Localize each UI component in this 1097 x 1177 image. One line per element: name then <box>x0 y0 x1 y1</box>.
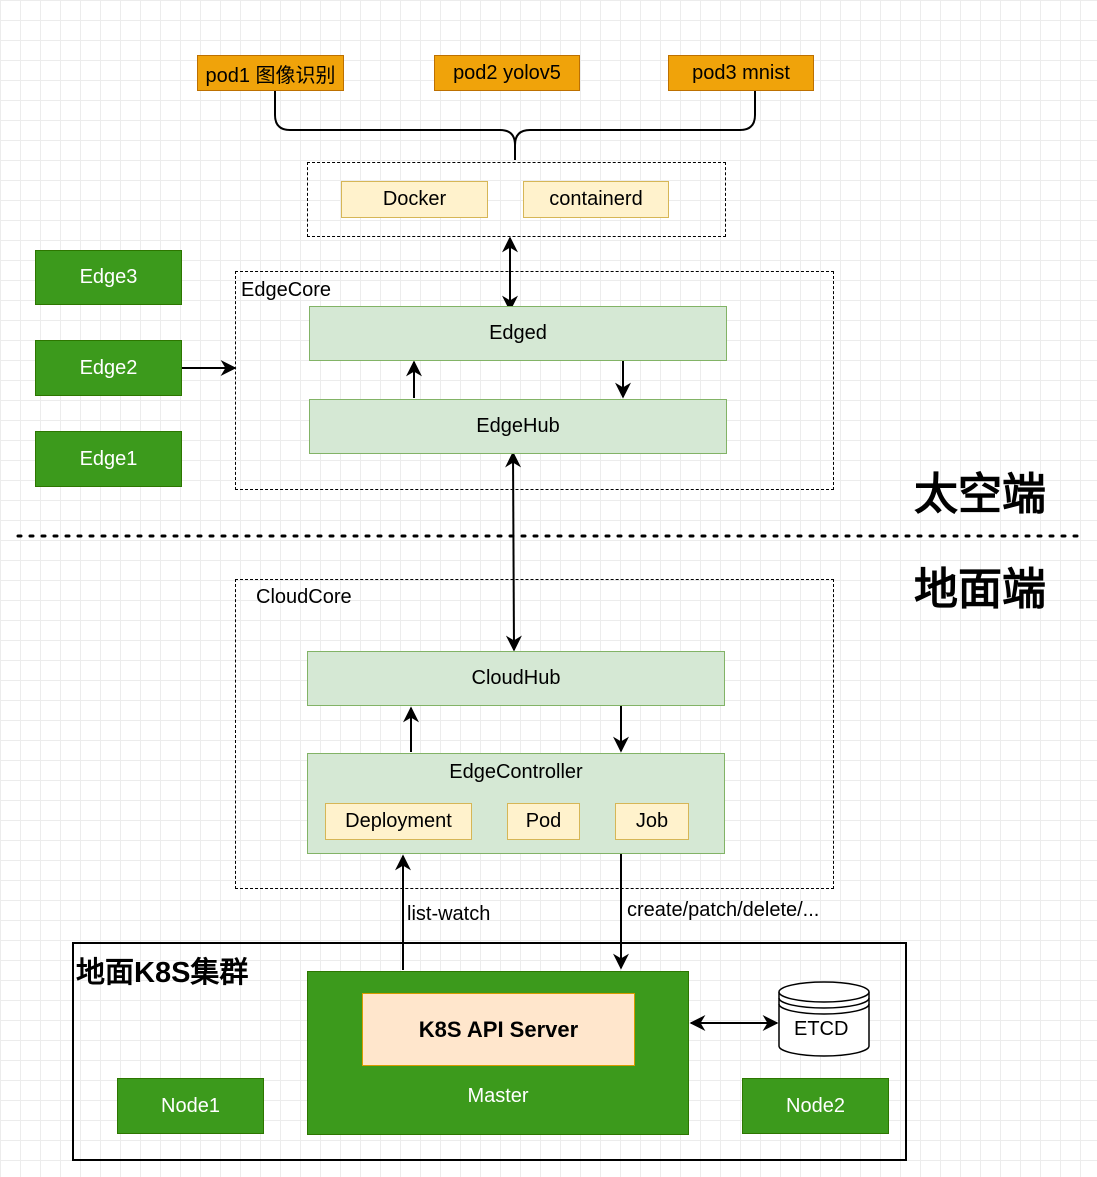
k8s-cluster-title: 地面K8S集群 <box>76 957 249 989</box>
runtime-container <box>307 162 726 237</box>
edgecore-container <box>235 271 834 490</box>
pod1-box[interactable]: pod1 图像识别 <box>197 55 344 91</box>
node1-box[interactable]: Node1 <box>117 1078 264 1134</box>
edge1-box[interactable]: Edge1 <box>35 431 182 487</box>
edgecontroller-label: EdgeController <box>449 761 583 783</box>
pod-resource-box[interactable]: Pod <box>507 803 580 840</box>
edgecore-label: EdgeCore <box>241 279 332 301</box>
edgehub-box[interactable]: EdgeHub <box>309 399 727 454</box>
pod-brace <box>274 90 756 160</box>
cloudcore-label: CloudCore <box>256 586 352 608</box>
docker-box[interactable]: Docker <box>341 181 488 218</box>
ground-zone-label: 地面端 <box>914 565 1046 614</box>
containerd-box[interactable]: containerd <box>523 181 669 218</box>
etcd-label: ETCD <box>794 1018 849 1040</box>
pod2-box[interactable]: pod2 yolov5 <box>434 55 580 91</box>
edge3-box[interactable]: Edge3 <box>35 250 182 305</box>
cloudhub-box[interactable]: CloudHub <box>307 651 725 706</box>
deployment-box[interactable]: Deployment <box>325 803 472 840</box>
cloudcore-container <box>235 579 834 889</box>
edge2-box[interactable]: Edge2 <box>35 340 182 396</box>
node2-box[interactable]: Node2 <box>742 1078 889 1134</box>
job-box[interactable]: Job <box>615 803 689 840</box>
master-label: Master <box>467 1085 529 1107</box>
arrow-edgehub-cloudhub <box>505 451 522 652</box>
etcd-database-icon <box>778 981 870 1057</box>
edged-box[interactable]: Edged <box>309 306 727 361</box>
k8s-cluster-container <box>72 942 907 1161</box>
space-zone-label: 太空端 <box>914 470 1046 519</box>
create-patch-label: create/patch/delete/... <box>627 899 820 921</box>
pod3-box[interactable]: pod3 mnist <box>668 55 814 91</box>
api-server-box[interactable]: K8S API Server <box>362 993 635 1066</box>
list-watch-label: list-watch <box>407 903 491 925</box>
